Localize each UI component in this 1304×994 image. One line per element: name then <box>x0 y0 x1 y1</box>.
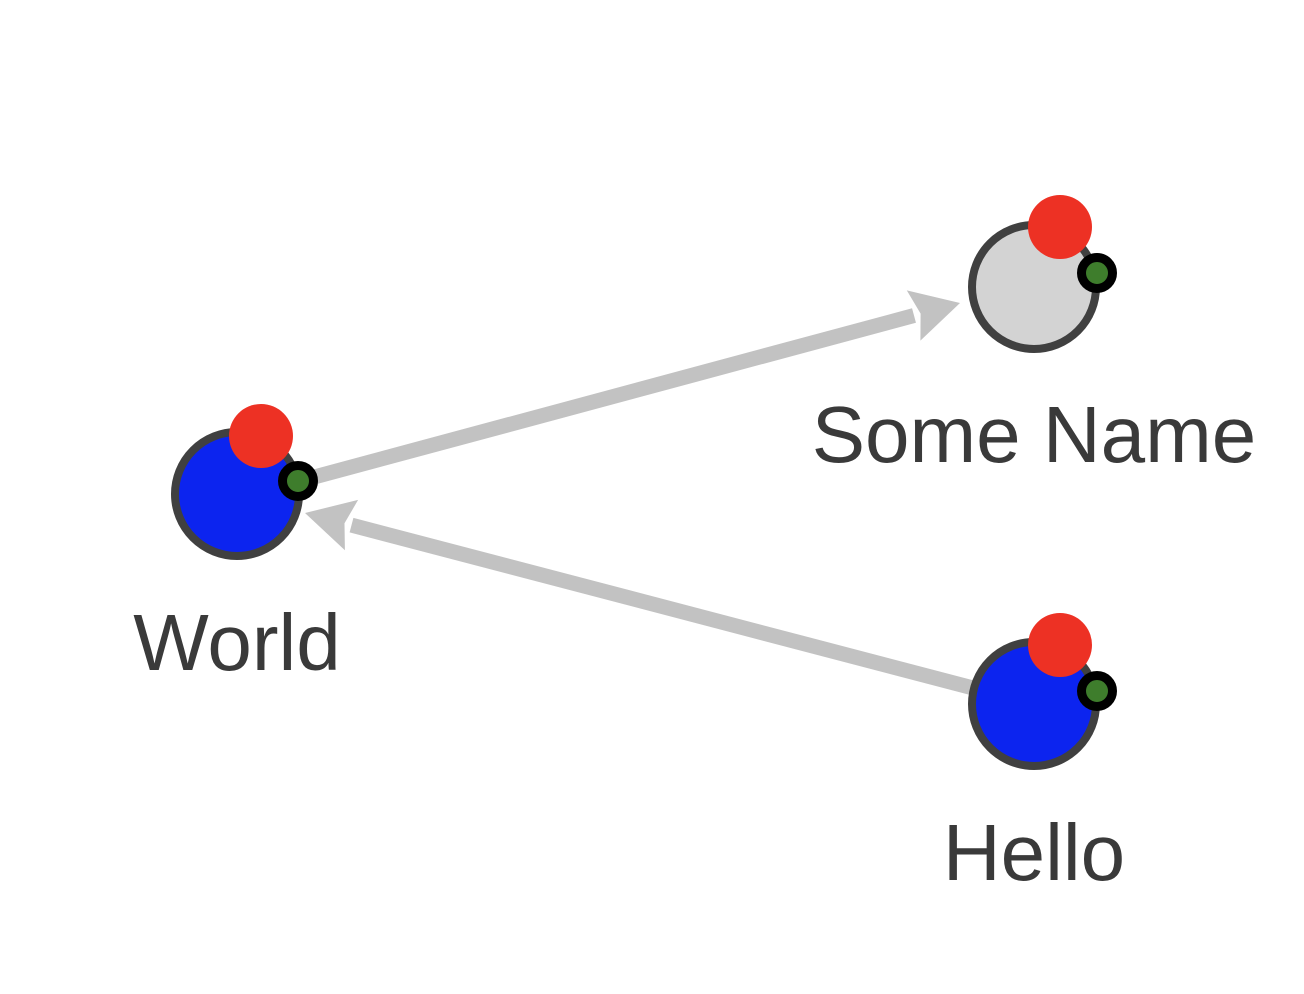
node-some-name[interactable]: Some Name <box>812 195 1257 479</box>
arrowhead-icon <box>305 499 359 551</box>
node-label: World <box>133 598 340 687</box>
status-badge-red-icon <box>229 404 293 468</box>
edge-line <box>238 308 916 505</box>
edge-world-to-some-name <box>238 290 960 505</box>
node-label: Some Name <box>812 390 1257 479</box>
edge-line <box>349 517 1036 712</box>
arrowhead-icon <box>906 290 960 341</box>
status-dot-green-icon <box>1077 253 1117 293</box>
status-dot-green-icon <box>278 461 318 501</box>
edge-hello-to-world <box>305 499 1036 712</box>
node-label: Hello <box>943 808 1125 897</box>
node-world[interactable]: World <box>133 404 341 687</box>
status-dot-green-icon <box>1077 671 1117 711</box>
node-hello[interactable]: Hello <box>943 613 1125 897</box>
status-badge-red-icon <box>1028 613 1092 677</box>
status-badge-red-icon <box>1028 195 1092 259</box>
